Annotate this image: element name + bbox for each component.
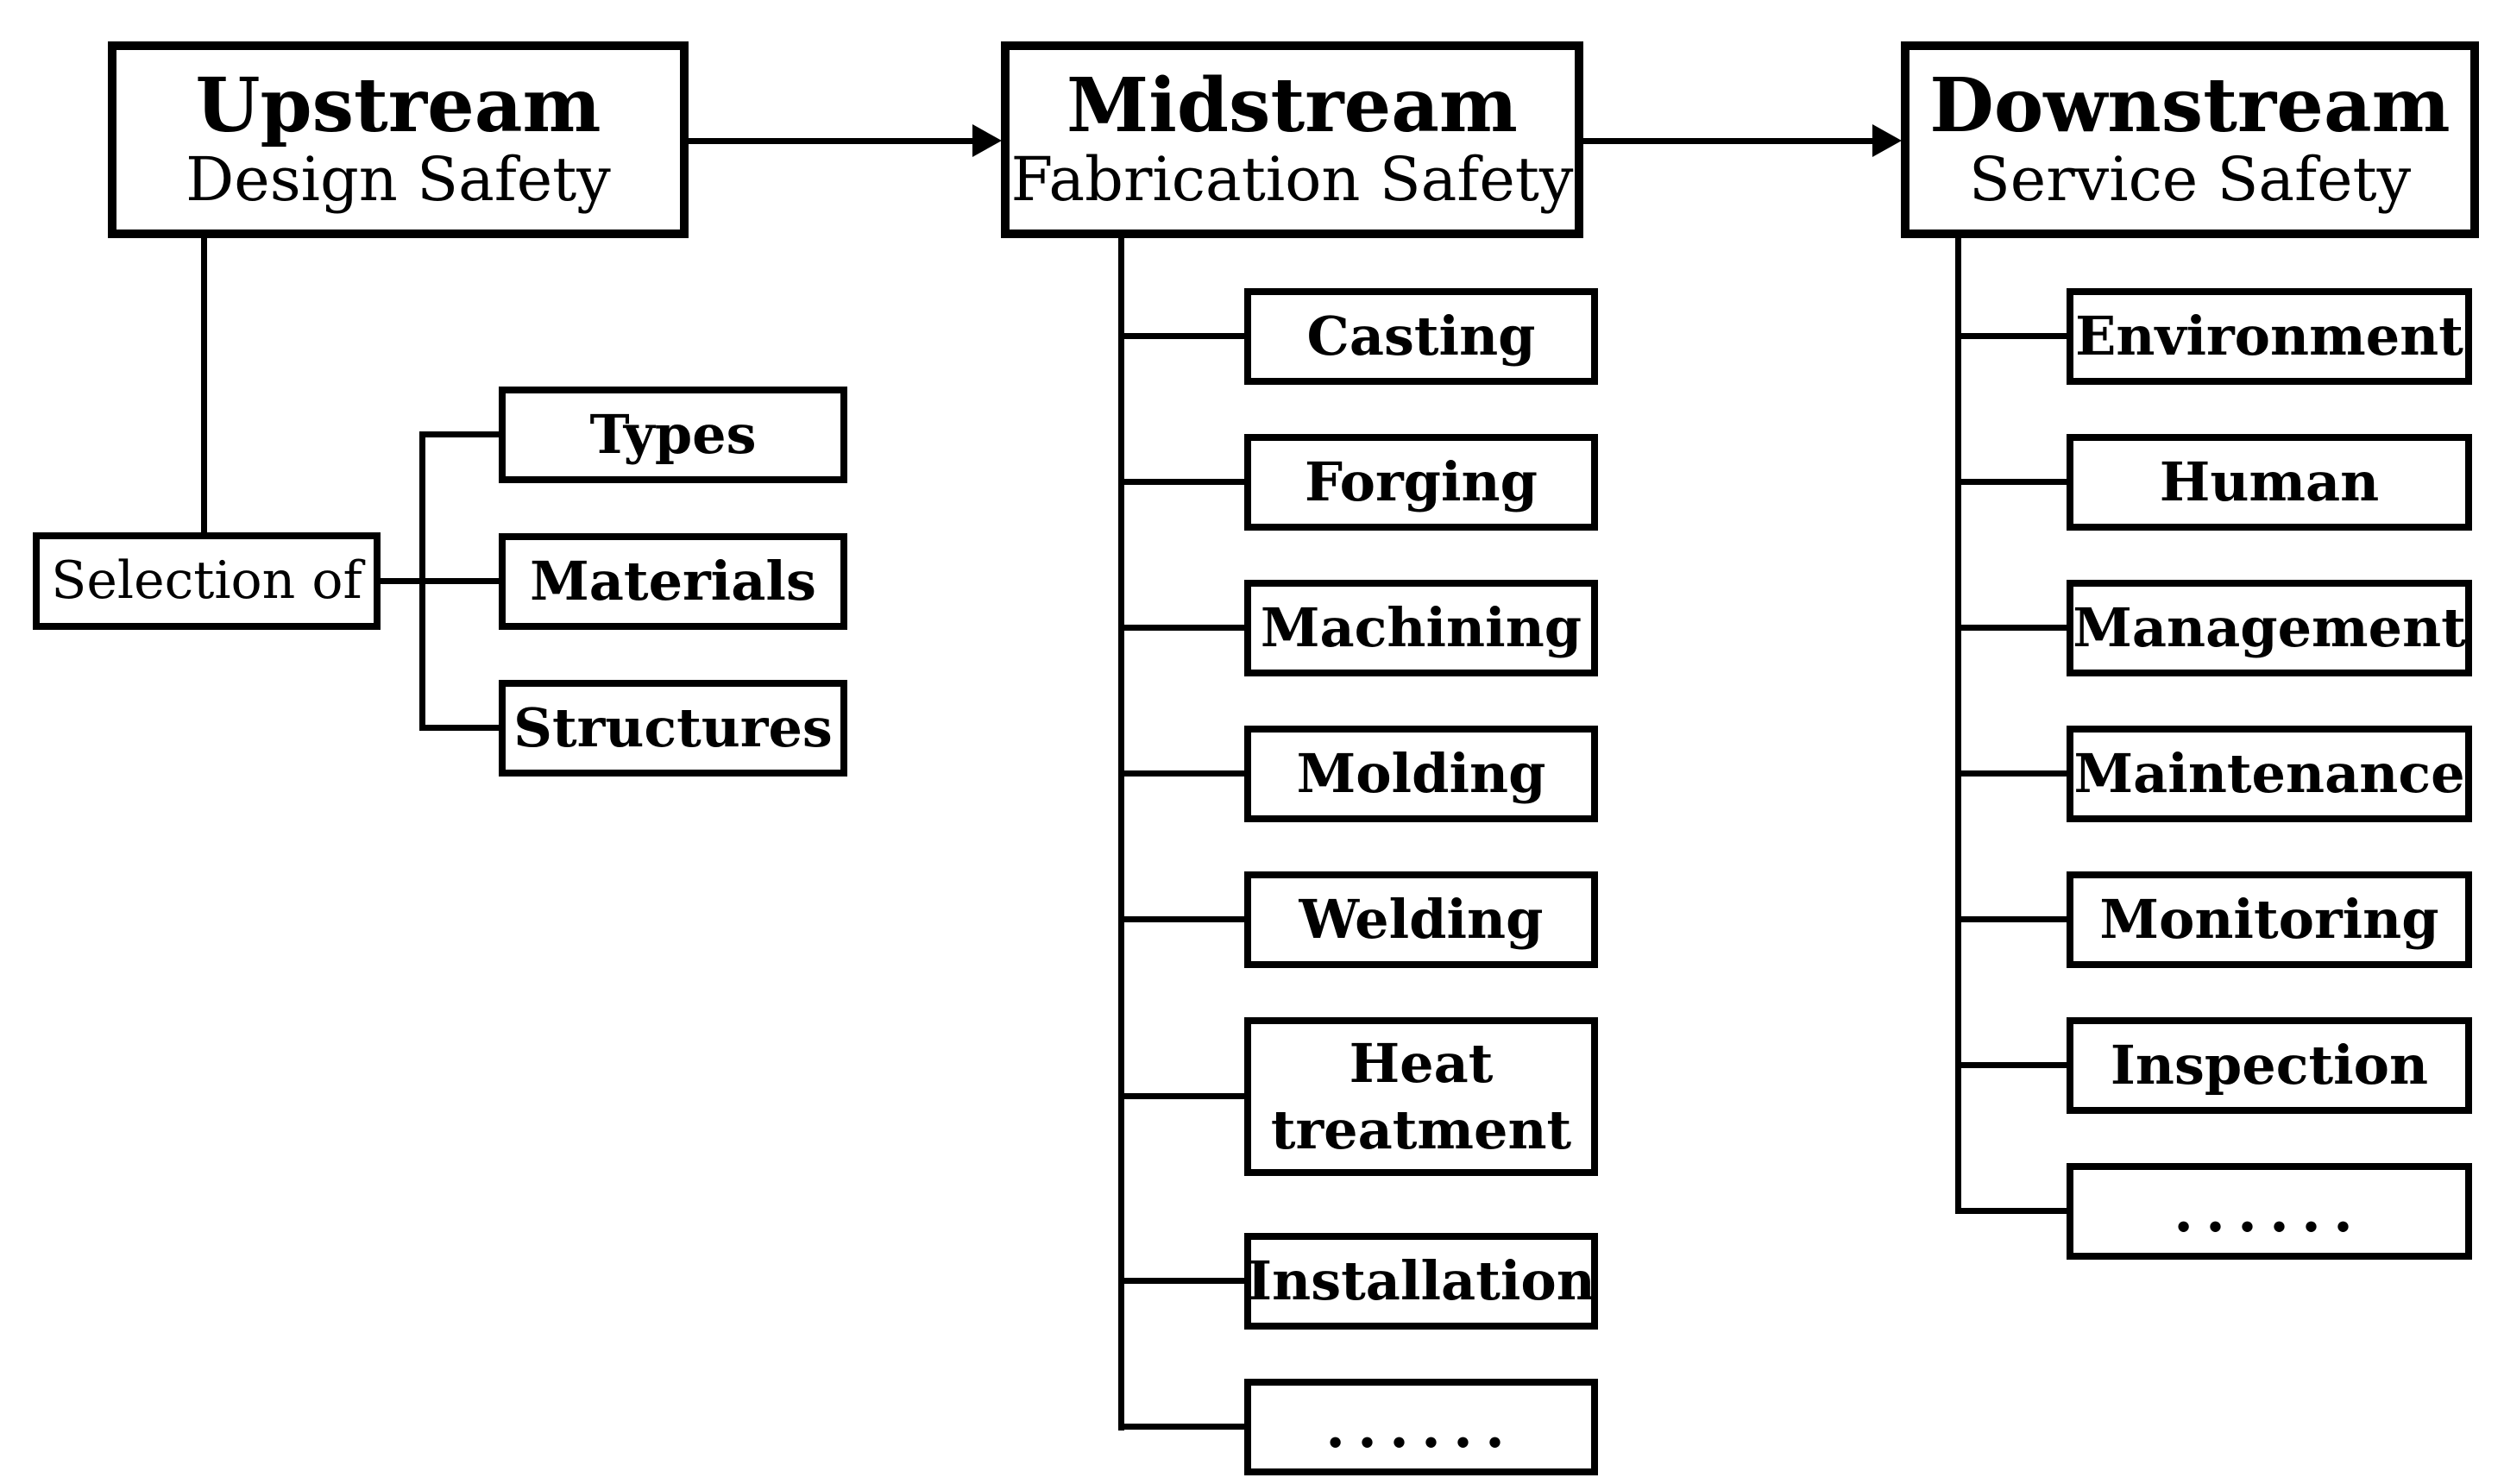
midstream-title: Midstream <box>1066 62 1518 150</box>
midstream-subtitle: Fabrication Safety <box>1010 144 1574 216</box>
node-machining: Machining <box>1244 580 1598 676</box>
node-management: Management <box>2067 580 2472 676</box>
stub-midstream-ellipsis <box>1118 1424 1244 1430</box>
stub-casting <box>1118 333 1244 339</box>
monitoring-label: Monitoring <box>2099 888 2439 952</box>
environment-label: Environment <box>2075 305 2463 368</box>
inspection-label: Inspection <box>2110 1034 2429 1097</box>
downstream-branch-line <box>1955 238 1961 1211</box>
arrow-upstream-to-midstream-line <box>689 138 977 144</box>
casting-label: Casting <box>1306 305 1536 368</box>
stub-environment <box>1955 333 2067 339</box>
node-molding: Molding <box>1244 726 1598 822</box>
stub-installation <box>1118 1278 1244 1284</box>
downstream-title: Downstream <box>1929 62 2451 150</box>
node-forging: Forging <box>1244 434 1598 531</box>
downstream-subtitle: Service Safety <box>1968 144 2412 216</box>
node-selection-of: Selection of <box>33 532 381 630</box>
stub-selection-to-branch <box>375 578 499 584</box>
node-heat-treatment: Heat treatment <box>1244 1017 1598 1176</box>
node-casting: Casting <box>1244 288 1598 385</box>
node-midstream: Midstream Fabrication Safety <box>1001 41 1583 238</box>
midstream-ellipsis-label: ...... <box>1325 1393 1517 1461</box>
human-label: Human <box>2159 450 2380 514</box>
stub-forging <box>1118 479 1244 485</box>
forging-label: Forging <box>1305 450 1538 514</box>
node-installation: Installation <box>1244 1233 1598 1330</box>
stub-inspection <box>1955 1062 2067 1068</box>
upstream-subtitle: Design Safety <box>186 144 611 216</box>
node-human: Human <box>2067 434 2472 531</box>
node-structures: Structures <box>499 680 847 777</box>
node-types: Types <box>499 387 847 483</box>
node-upstream: Upstream Design Safety <box>108 41 689 238</box>
midstream-branch-line <box>1118 238 1124 1431</box>
node-inspection: Inspection <box>2067 1017 2472 1114</box>
stub-molding <box>1118 770 1244 777</box>
arrow-midstream-to-downstream-line <box>1583 138 1877 144</box>
upstream-title: Upstream <box>195 62 601 150</box>
stub-structures <box>423 725 499 731</box>
installation-label: Installation <box>1247 1249 1595 1313</box>
stub-types <box>423 431 499 437</box>
node-materials: Materials <box>499 533 847 630</box>
downstream-ellipsis-label: ...... <box>2174 1177 2365 1245</box>
arrowhead-right-icon <box>1872 124 1902 157</box>
welding-label: Welding <box>1299 888 1544 952</box>
maintenance-label: Maintenance <box>2073 742 2465 806</box>
stub-maintenance <box>1955 770 2067 777</box>
types-label: Types <box>589 403 757 467</box>
connector-upstream-to-selection <box>201 238 207 535</box>
node-environment: Environment <box>2067 288 2472 385</box>
stub-human <box>1955 479 2067 485</box>
node-midstream-ellipsis: ...... <box>1244 1379 1598 1475</box>
molding-label: Molding <box>1296 742 1546 806</box>
stub-machining <box>1118 625 1244 631</box>
stub-heat-treatment <box>1118 1093 1244 1099</box>
stub-welding <box>1118 916 1244 922</box>
arrowhead-right-icon <box>972 124 1002 157</box>
node-welding: Welding <box>1244 871 1598 968</box>
management-label: Management <box>2073 596 2466 660</box>
machining-label: Machining <box>1260 596 1582 660</box>
heat-treatment-label: Heat treatment <box>1270 1031 1572 1162</box>
stub-management <box>1955 625 2067 631</box>
upstream-branch-line <box>419 431 425 731</box>
node-downstream-ellipsis: ...... <box>2067 1163 2472 1260</box>
selection-of-label: Selection of <box>51 550 362 611</box>
materials-label: Materials <box>530 550 816 613</box>
node-maintenance: Maintenance <box>2067 726 2472 822</box>
stub-downstream-ellipsis <box>1955 1208 2067 1214</box>
structures-label: Structures <box>513 696 833 760</box>
node-monitoring: Monitoring <box>2067 871 2472 968</box>
stub-monitoring <box>1955 916 2067 922</box>
node-downstream: Downstream Service Safety <box>1901 41 2479 238</box>
